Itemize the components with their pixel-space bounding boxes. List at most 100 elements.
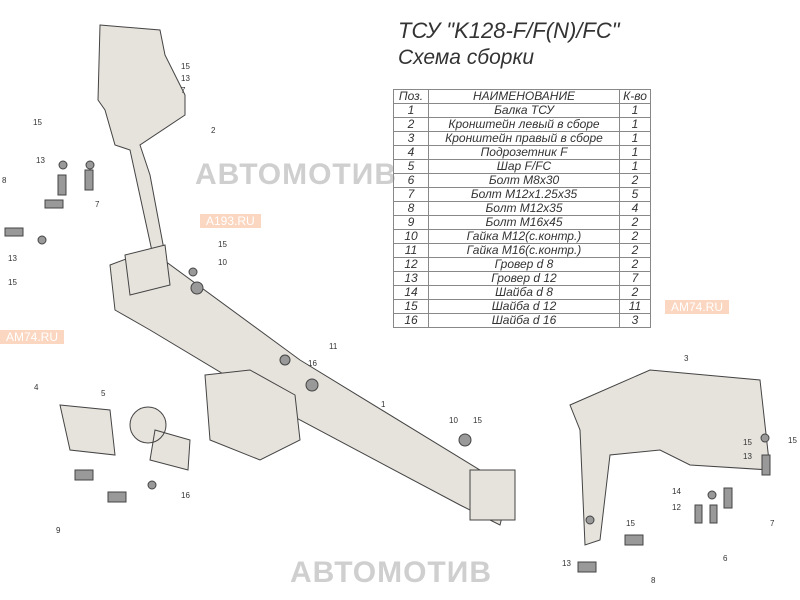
- socket-plate: [59, 404, 116, 456]
- cell-name: Шар F/FC: [428, 159, 620, 174]
- cell-quantity: 1: [619, 145, 651, 160]
- cell-name: Шайба d 16: [428, 313, 620, 328]
- cell-quantity: 11: [619, 299, 651, 314]
- cell-name: Гайка M12(с.контр.): [428, 229, 620, 244]
- cell-quantity: 2: [619, 229, 651, 244]
- callout-label: 10: [449, 416, 458, 425]
- cell-position: 12: [393, 257, 429, 272]
- cell-position: 5: [393, 159, 429, 174]
- callout-label: 15: [33, 118, 42, 127]
- callout-label: 15: [8, 278, 17, 287]
- callout-label: 15: [218, 240, 227, 249]
- callout-label: 13: [743, 452, 752, 461]
- cell-name: Кронштейн левый в сборе: [428, 117, 620, 132]
- cell-name: Шайба d 12: [428, 299, 620, 314]
- watermark-site: AM74.RU: [665, 300, 730, 314]
- cell-position: 3: [393, 131, 429, 146]
- watermark-site: A193.RU: [200, 214, 261, 228]
- cell-name: Болт M12x35: [428, 201, 620, 216]
- diagram-title: ТСУ "K128-F/F(N)/FC": [398, 18, 620, 43]
- header-name: НАИМЕНОВАНИЕ: [428, 89, 620, 104]
- callout-label: 1: [381, 400, 386, 409]
- callout-label: 13: [36, 156, 45, 165]
- cell-quantity: 2: [619, 285, 651, 300]
- callout-label: 10: [218, 258, 227, 267]
- callout-label: 2: [211, 126, 216, 135]
- callout-label: 11: [329, 342, 338, 351]
- cell-quantity: 3: [619, 313, 651, 328]
- cell-name: Гровер d 12: [428, 271, 620, 286]
- callout-label: 6: [723, 554, 728, 563]
- cell-position: 16: [393, 313, 429, 328]
- cell-position: 7: [393, 187, 429, 202]
- table-header-row: Поз. НАИМЕНОВАНИЕ К-во: [393, 89, 651, 104]
- callout-label: 5: [101, 389, 106, 398]
- cell-position: 11: [393, 243, 429, 258]
- tow-ball: [129, 406, 191, 471]
- cell-position: 4: [393, 145, 429, 160]
- header-quantity: К-во: [619, 89, 651, 104]
- cell-quantity: 2: [619, 173, 651, 188]
- callout-label: 12: [672, 503, 681, 512]
- cell-quantity: 2: [619, 243, 651, 258]
- cell-position: 8: [393, 201, 429, 216]
- callout-label: 15: [743, 438, 752, 447]
- cell-quantity: 2: [619, 215, 651, 230]
- callout-label: 15: [626, 519, 635, 528]
- cell-name: Болт M12x1.25x35: [428, 187, 620, 202]
- cell-name: Кронштейн правый в сборе: [428, 131, 620, 146]
- header-position: Поз.: [393, 89, 429, 104]
- callout-label: 4: [34, 383, 39, 392]
- watermark-logo: АВТОМОТИВ: [290, 556, 492, 589]
- cell-quantity: 7: [619, 271, 651, 286]
- callout-label: 15: [788, 436, 797, 445]
- callout-label: 16: [308, 359, 317, 368]
- watermark-site: AM74.RU: [0, 330, 65, 344]
- cell-position: 1: [393, 103, 429, 118]
- beam-plate-left: [124, 244, 171, 296]
- cell-quantity: 1: [619, 131, 651, 146]
- cell-quantity: 1: [619, 103, 651, 118]
- cell-quantity: 4: [619, 201, 651, 216]
- watermark-logo: АВТОМОТИВ: [195, 158, 397, 191]
- callout-label: 8: [2, 176, 7, 185]
- callout-label: 3: [684, 354, 689, 363]
- cell-name: Шайба d 8: [428, 285, 620, 300]
- cell-name: Подрозетник F: [428, 145, 620, 160]
- cell-name: Болт M8x30: [428, 173, 620, 188]
- cell-position: 6: [393, 173, 429, 188]
- cell-position: 10: [393, 229, 429, 244]
- cell-quantity: 5: [619, 187, 651, 202]
- beam-plate-right: [469, 469, 516, 521]
- cell-name: Балка ТСУ: [428, 103, 620, 118]
- callout-label: 7: [770, 519, 775, 528]
- beam-plate-center: [204, 369, 301, 461]
- callout-label: 15: [181, 62, 190, 71]
- cell-name: Болт M16x45: [428, 215, 620, 230]
- cell-position: 14: [393, 285, 429, 300]
- callout-label: 7: [181, 86, 186, 95]
- cell-quantity: 1: [619, 117, 651, 132]
- cell-position: 13: [393, 271, 429, 286]
- right-bracket: [569, 369, 771, 546]
- callout-label: 16: [181, 491, 190, 500]
- cell-name: Гайка M16(с.контр.): [428, 243, 620, 258]
- cell-quantity: 1: [619, 159, 651, 174]
- callout-label: 14: [672, 487, 681, 496]
